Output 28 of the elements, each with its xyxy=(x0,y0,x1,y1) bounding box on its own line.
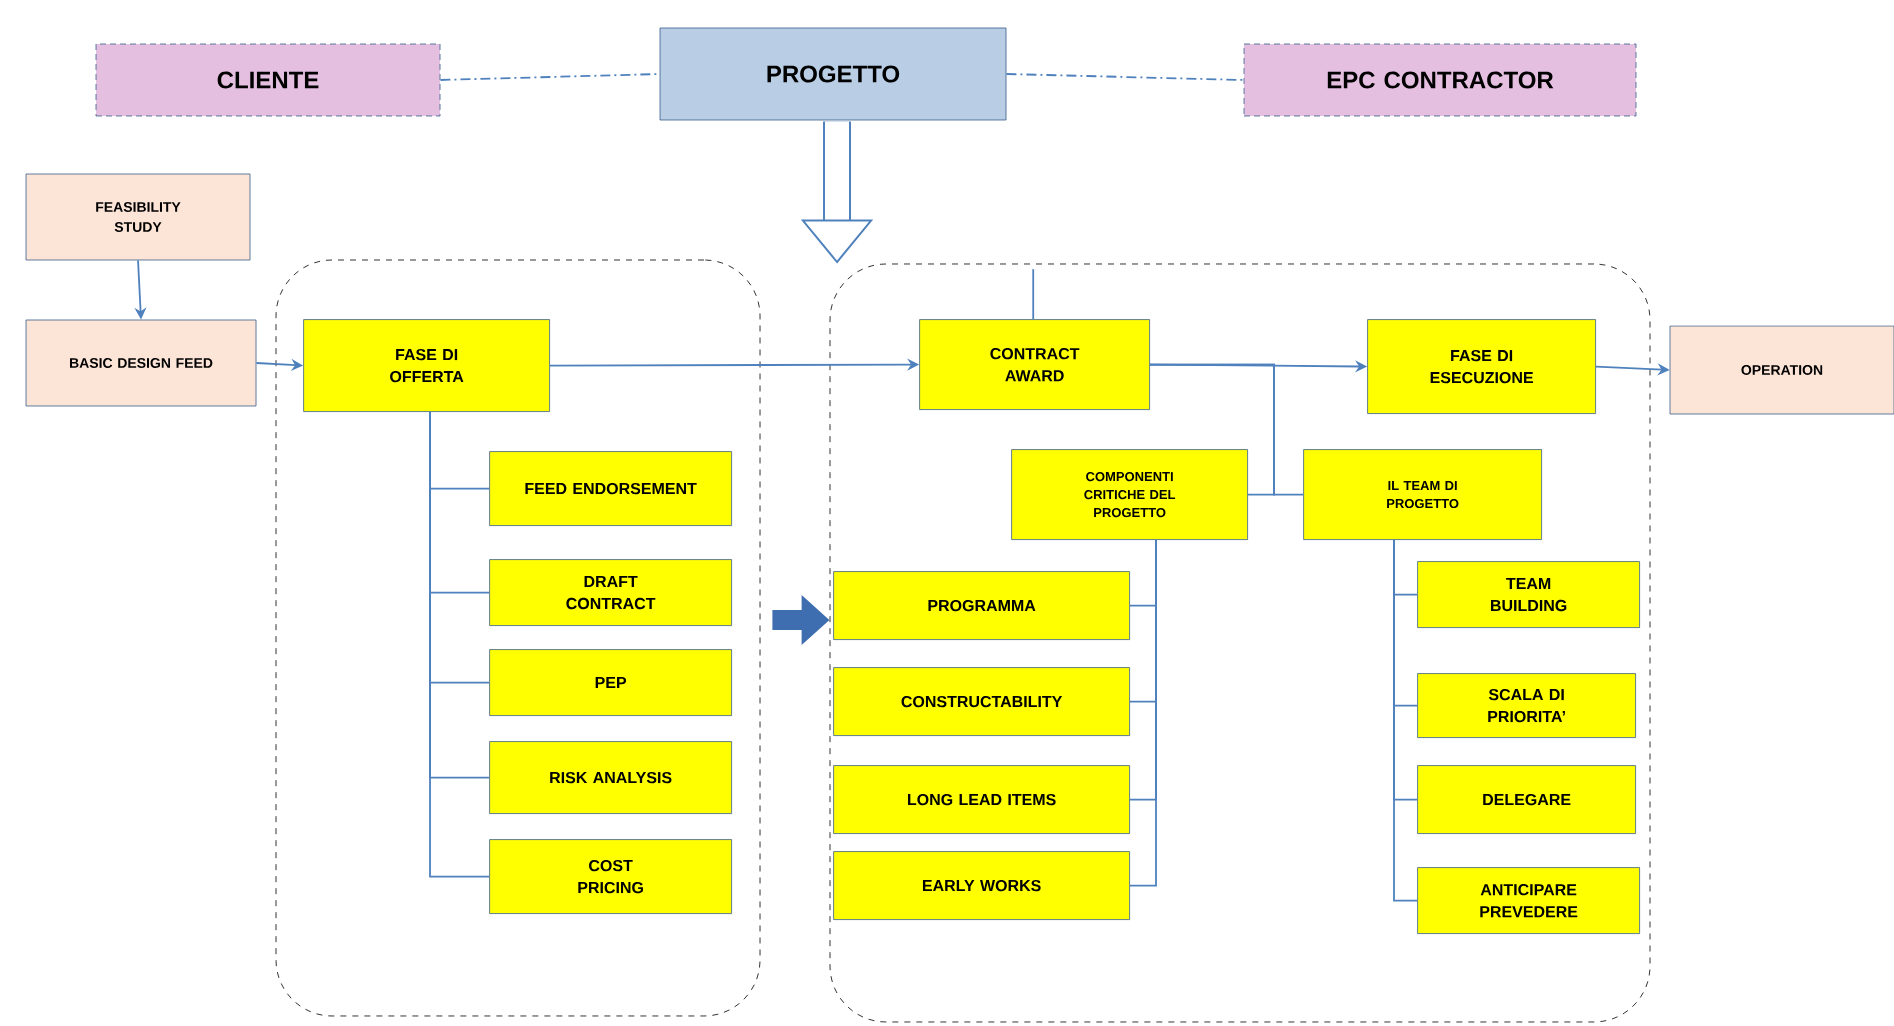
activity-box: LONG LEAD ITEMS xyxy=(833,765,1130,834)
activity-box: PROGRAMMA xyxy=(833,571,1130,640)
activity-box: CONTRACT AWARD xyxy=(919,319,1150,410)
activity-box: FASE DI OFFERTA xyxy=(303,319,550,412)
activity-box: PEP xyxy=(489,649,732,716)
activity-box: SCALA DI PRIORITA’ xyxy=(1417,673,1636,738)
connector xyxy=(1032,268,1035,321)
activity-box: DRAFT CONTRACT xyxy=(489,559,732,626)
connector xyxy=(1393,539,1419,902)
activity-box: ANTICIPARE PREVEDERE xyxy=(1417,867,1640,934)
activity-box: RISK ANALYSIS xyxy=(489,741,732,814)
connector xyxy=(439,73,661,81)
connector xyxy=(1149,363,1305,496)
connector xyxy=(1129,539,1157,887)
activity-box: COST PRICING xyxy=(489,839,732,914)
connector xyxy=(1005,73,1245,81)
group-frame xyxy=(829,263,1651,1023)
activity-box: CONSTRUCTABILITY xyxy=(833,667,1130,736)
activity-box: TEAM BUILDING xyxy=(1417,561,1640,628)
activity-box: FASE DI ESECUZIONE xyxy=(1367,319,1596,414)
group-frame xyxy=(275,259,761,1017)
party-box: EPC CONTRACTOR xyxy=(1243,43,1637,117)
activity-box: FEED ENDORSEMENT xyxy=(489,451,732,526)
connector xyxy=(429,411,491,878)
activity-box: EARLY WORKS xyxy=(833,851,1130,920)
party-box: CLIENTE xyxy=(95,43,441,117)
project-box: PROGETTO xyxy=(659,27,1007,121)
activity-box: DELEGARE xyxy=(1417,765,1636,834)
